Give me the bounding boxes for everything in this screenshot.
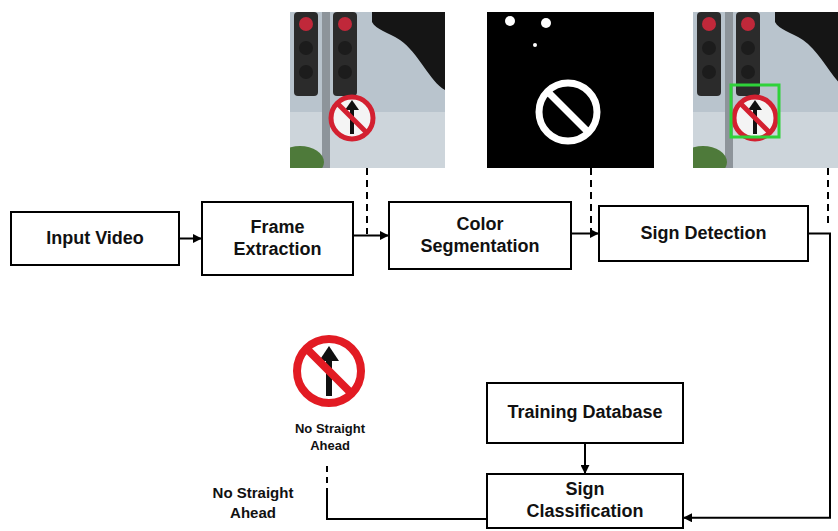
process-box: Sign Classification — [486, 473, 684, 529]
output-label: No Straight Ahead — [285, 421, 375, 455]
flow-arrow — [584, 444, 586, 473]
process-box: Color Segmentation — [388, 201, 572, 270]
box-label: Frame Extraction — [220, 217, 335, 260]
box-label: Sign Classification — [520, 479, 650, 522]
segmentation-image — [487, 12, 654, 168]
process-box: Input Video — [10, 211, 180, 266]
box-label: Input Video — [46, 228, 144, 250]
box-label: Color Segmentation — [413, 214, 548, 257]
box-label: Training Database — [507, 402, 662, 424]
process-box: Sign Detection — [598, 205, 809, 262]
sign-icon — [297, 339, 361, 403]
flow-arrow — [684, 234, 830, 518]
box-label: Sign Detection — [640, 223, 766, 245]
flow-arrow — [180, 238, 201, 240]
detection-box — [731, 85, 779, 137]
flow-arrow — [354, 235, 388, 237]
output-leader — [327, 466, 486, 519]
detection-photo — [679, 12, 838, 178]
process-box: Training Database — [486, 382, 684, 444]
output-label: No Straight Ahead — [203, 483, 303, 522]
process-box: Frame Extraction — [201, 201, 354, 276]
input-frame-photo — [276, 12, 445, 178]
flow-arrow — [572, 233, 598, 235]
